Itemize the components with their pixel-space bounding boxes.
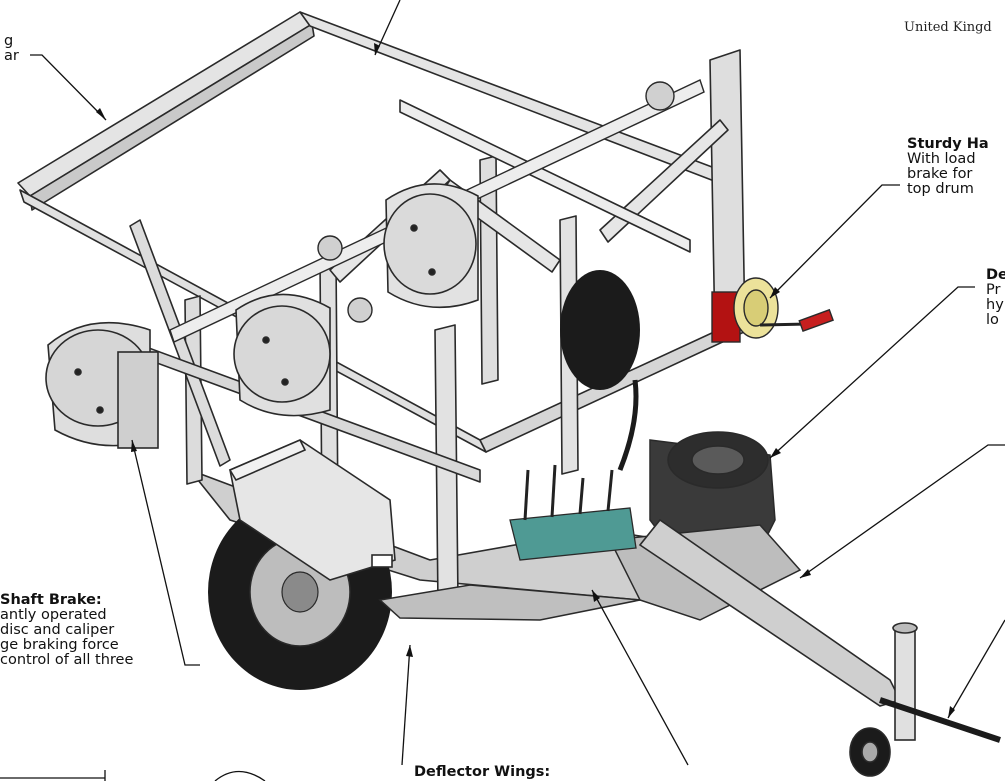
callout-line: With load (907, 151, 976, 167)
callout-title: Shaft Brake: (0, 592, 102, 608)
header-text: United Kingd (904, 20, 992, 35)
deflector-wing (378, 584, 641, 621)
callout-line: lo (986, 312, 999, 328)
cable-drums (45, 183, 479, 449)
callout-line: g (4, 33, 14, 49)
callout-line: brake for (907, 166, 973, 182)
callout-line: top drum (907, 181, 974, 197)
hand-winch (711, 277, 834, 343)
callout-line: hy (986, 297, 1004, 313)
tow-hitch-drawbar (638, 518, 1001, 777)
callout-line: disc and caliper (0, 622, 115, 638)
callout-line: antly operated (0, 607, 107, 623)
callout-line: ar (4, 48, 19, 64)
callout-title: De (986, 267, 1005, 283)
callout-line: control of all three (0, 652, 134, 668)
callout-shaft-brake: Shaft Brake: antly operated disc and cal… (0, 593, 133, 668)
callout-line: ge braking force (0, 637, 119, 653)
engine (608, 431, 802, 621)
callout-line: Pr (986, 282, 1001, 298)
callout-title: Sturdy Ha (907, 136, 989, 152)
callout-title: Deflector Wings: (414, 764, 551, 780)
callout-deflector-wings: Deflector Wings: (414, 765, 550, 780)
callout-deflector-top: De Pr hy lo (986, 268, 1005, 328)
callout-hand-winch: Sturdy Ha With load brake for top drum (907, 137, 989, 197)
callout-lift-bar: g ar (4, 34, 19, 64)
hydraulic-control-valve (509, 379, 639, 561)
mudguard (228, 438, 396, 581)
